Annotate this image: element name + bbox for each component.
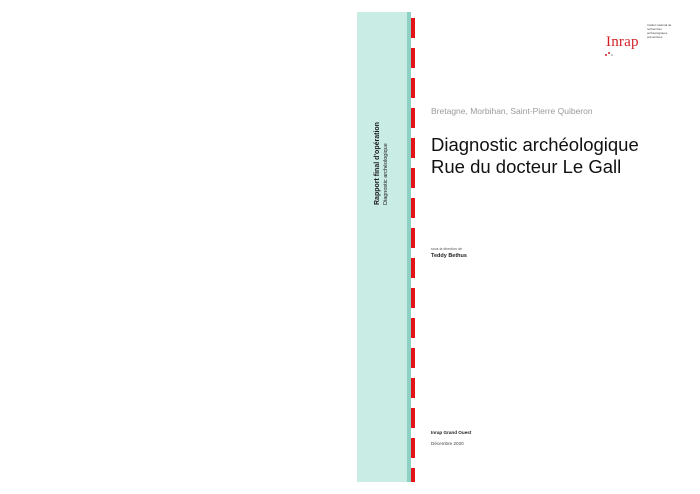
edge-red-dash — [411, 318, 415, 338]
edge-red-dash — [411, 48, 415, 68]
cover-organization: Inrap Grand Ouest — [431, 430, 472, 435]
edge-red-dash — [411, 258, 415, 278]
cover-date: Décembre 2020 — [431, 441, 464, 446]
cover-location: Bretagne, Morbihan, Saint-Pierre Quibero… — [431, 106, 593, 116]
spine-text: Rapport final d'opération Diagnostic arc… — [370, 105, 396, 205]
edge-red-dash — [411, 168, 415, 188]
edge-red-dash — [411, 138, 415, 158]
edge-red-dash — [411, 108, 415, 128]
edge-red-dash — [411, 228, 415, 248]
edge-red-dash — [411, 288, 415, 308]
edge-red-dash — [411, 408, 415, 428]
edge-red-dash — [411, 468, 415, 482]
logo-wordmark: Inrap — [606, 34, 639, 50]
cover-author: Teddy Bethus — [431, 253, 467, 259]
edge-red-dash — [411, 18, 415, 38]
cover-spine — [357, 12, 407, 482]
inrap-logo: Institut national de recherches archéolo… — [604, 22, 674, 58]
cover-title-line1: Diagnostic archéologique — [431, 134, 639, 155]
cover-title-line2: Rue du docteur Le Gall — [431, 156, 622, 177]
direction-label: sous la direction de — [431, 247, 462, 251]
cover-title: Diagnostic archéologique Rue du docteur … — [431, 134, 639, 178]
spine-report-type: Rapport final d'opération — [374, 122, 381, 205]
logo-dots-icon — [605, 52, 613, 56]
logo-subtext: Institut national de recherches archéolo… — [647, 23, 672, 39]
edge-teal-band — [407, 12, 411, 482]
edge-red-dash — [411, 78, 415, 98]
edge-red-dash — [411, 378, 415, 398]
edge-red-dash — [411, 198, 415, 218]
spine-edge-stripe — [407, 12, 415, 482]
edge-red-dash — [411, 348, 415, 368]
spine-subtitle: Diagnostic archéologique — [383, 143, 389, 205]
edge-red-dash — [411, 438, 415, 458]
